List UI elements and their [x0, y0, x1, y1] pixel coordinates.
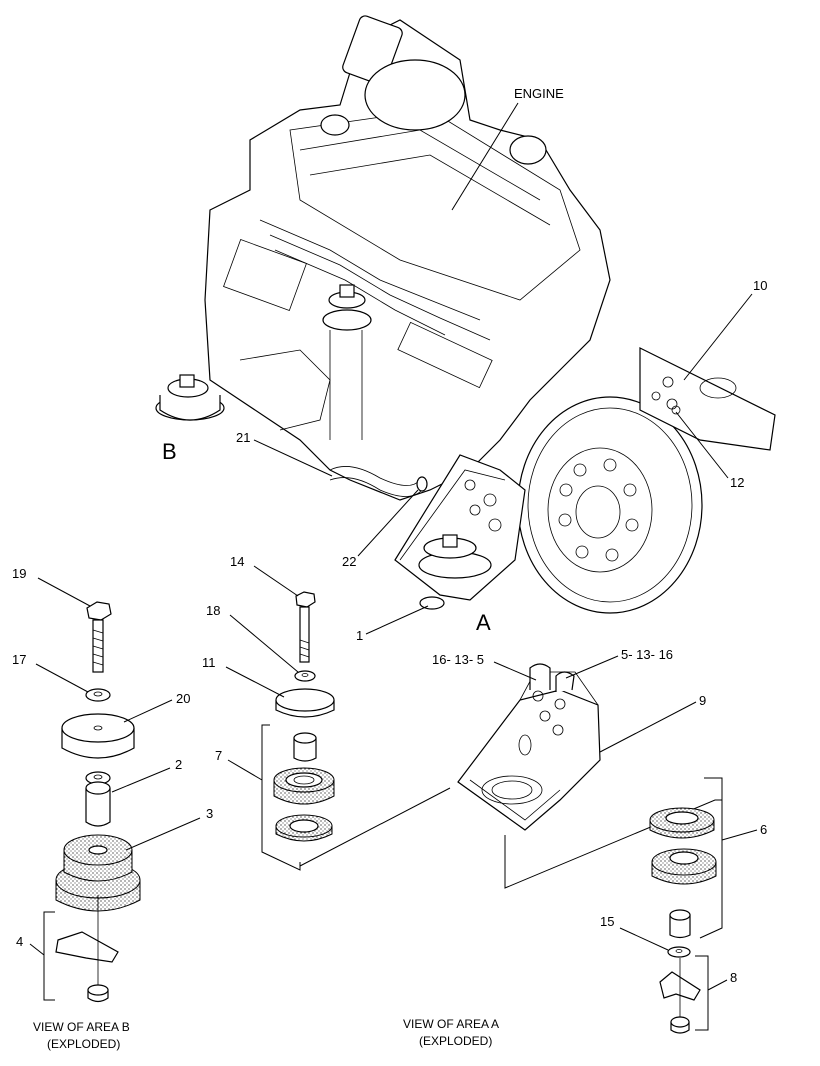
view-b-caption-line1: VIEW OF AREA B	[33, 1020, 130, 1034]
callout-22: 22	[342, 554, 356, 569]
callout-7: 7	[215, 748, 222, 763]
callout-19: 19	[12, 566, 26, 581]
area-a-letter: A	[476, 610, 491, 635]
callout-16-13-5: 16- 13- 5	[432, 652, 484, 667]
callout-12: 12	[730, 475, 744, 490]
area-a-exploded-right-stack	[649, 777, 723, 1034]
callout-18: 18	[206, 603, 220, 618]
callout-9: 9	[699, 693, 706, 708]
mount-bracket-9	[457, 663, 601, 831]
area-a-exploded-center-stack	[261, 591, 451, 871]
callout-1: 1	[356, 628, 363, 643]
engine-assembly	[155, 15, 776, 614]
callout-4: 4	[16, 934, 23, 949]
callout-15: 15	[600, 914, 614, 929]
engine-label: ENGINE	[514, 86, 564, 101]
callout-14: 14	[230, 554, 244, 569]
callout-17: 17	[12, 652, 26, 667]
callout-2: 2	[175, 757, 182, 772]
callout-20: 20	[176, 691, 190, 706]
callout-3: 3	[206, 806, 213, 821]
callout-21: 21	[236, 430, 250, 445]
callout-5-13-16: 5- 13- 16	[621, 647, 673, 662]
area-b-letter: B	[162, 439, 177, 464]
callout-8: 8	[730, 970, 737, 985]
view-a-caption-line1: VIEW OF AREA A	[403, 1017, 499, 1031]
view-a-caption-line2: (EXPLODED)	[419, 1034, 492, 1048]
callout-6: 6	[760, 822, 767, 837]
view-b-caption-line2: (EXPLODED)	[47, 1037, 120, 1051]
area-b-exploded-stack	[43, 601, 141, 1003]
callout-10: 10	[753, 278, 767, 293]
callout-11: 11	[202, 655, 216, 670]
